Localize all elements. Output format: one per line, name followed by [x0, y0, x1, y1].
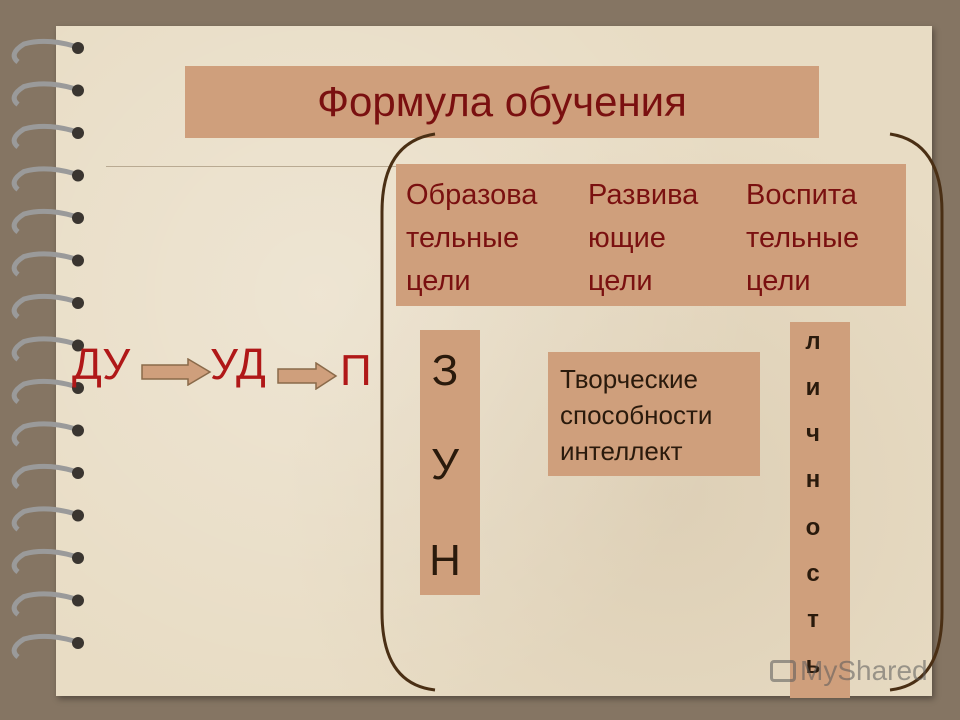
binding-hole	[72, 637, 84, 649]
personality-letter: с	[806, 560, 820, 587]
spiral-ring	[11, 81, 75, 107]
zun-letter: У	[431, 440, 459, 489]
formula-p: П	[340, 346, 372, 395]
binding-hole	[72, 552, 84, 564]
binding-hole	[72, 212, 84, 224]
arrow-icon	[277, 362, 338, 390]
personality-letter: л	[805, 328, 821, 355]
personality-box: л и ч н о с т ь	[790, 322, 850, 698]
binding-hole	[72, 297, 84, 309]
personality-letter: ч	[806, 420, 820, 447]
spiral-ring	[11, 166, 75, 192]
spiral-ring	[11, 506, 75, 532]
arrow-icon	[141, 358, 212, 386]
spiral-ring	[11, 421, 75, 447]
spiral-ring	[11, 38, 75, 64]
spiral-ring	[11, 208, 75, 234]
personality-letter: о	[805, 514, 821, 541]
spiral-ring	[11, 591, 75, 617]
creative-abilities-box: Творческие способности интеллект	[548, 352, 760, 476]
creative-line: способности	[560, 400, 713, 430]
slide-title: Формула обучения	[317, 78, 687, 125]
binding-hole	[72, 42, 84, 54]
goal-upbringing: Воспита тельные цели	[746, 179, 860, 297]
watermark: MyShared	[770, 655, 928, 687]
binding-hole	[72, 84, 84, 97]
spiral-binding	[11, 38, 84, 659]
binding-hole	[72, 509, 84, 522]
zun-letter: Н	[429, 536, 461, 585]
personality-letter: т	[807, 606, 819, 633]
binding-hole	[72, 169, 84, 182]
creative-line: интеллект	[560, 436, 683, 466]
binding-hole	[72, 254, 84, 267]
spiral-ring	[11, 463, 75, 489]
binding-hole	[72, 424, 84, 437]
spiral-ring	[11, 293, 75, 319]
title-box: Формула обучения	[185, 66, 819, 138]
formula-du: ДУ	[72, 340, 131, 389]
spiral-ring	[11, 548, 75, 574]
goal-educational: Образова тельные цели	[406, 179, 538, 297]
spiral-ring	[11, 378, 75, 404]
goal-developmental: Развива ющие цели	[588, 179, 699, 297]
spiral-ring	[11, 336, 75, 362]
zun-box: З У Н	[420, 330, 480, 595]
spiral-ring	[11, 633, 75, 659]
goals-bracket	[380, 132, 944, 692]
creative-line: Творческие	[560, 364, 698, 394]
personality-letter: н	[805, 466, 821, 493]
spiral-ring	[11, 123, 75, 149]
personality-letter: и	[805, 374, 821, 401]
binding-hole	[72, 339, 84, 352]
presentation-icon	[770, 660, 796, 682]
goals-box: Образова тельные цели Развива ющие цели …	[396, 164, 906, 306]
binding-hole	[72, 594, 84, 607]
personality-letter: ь	[805, 652, 821, 679]
binding-hole	[72, 127, 84, 139]
binding-hole	[72, 467, 84, 479]
watermark-text: MyShared	[800, 655, 928, 686]
zun-letter: З	[431, 346, 459, 395]
binding-hole	[72, 382, 84, 394]
spiral-ring	[11, 251, 75, 277]
formula-ud: УД	[210, 340, 266, 389]
